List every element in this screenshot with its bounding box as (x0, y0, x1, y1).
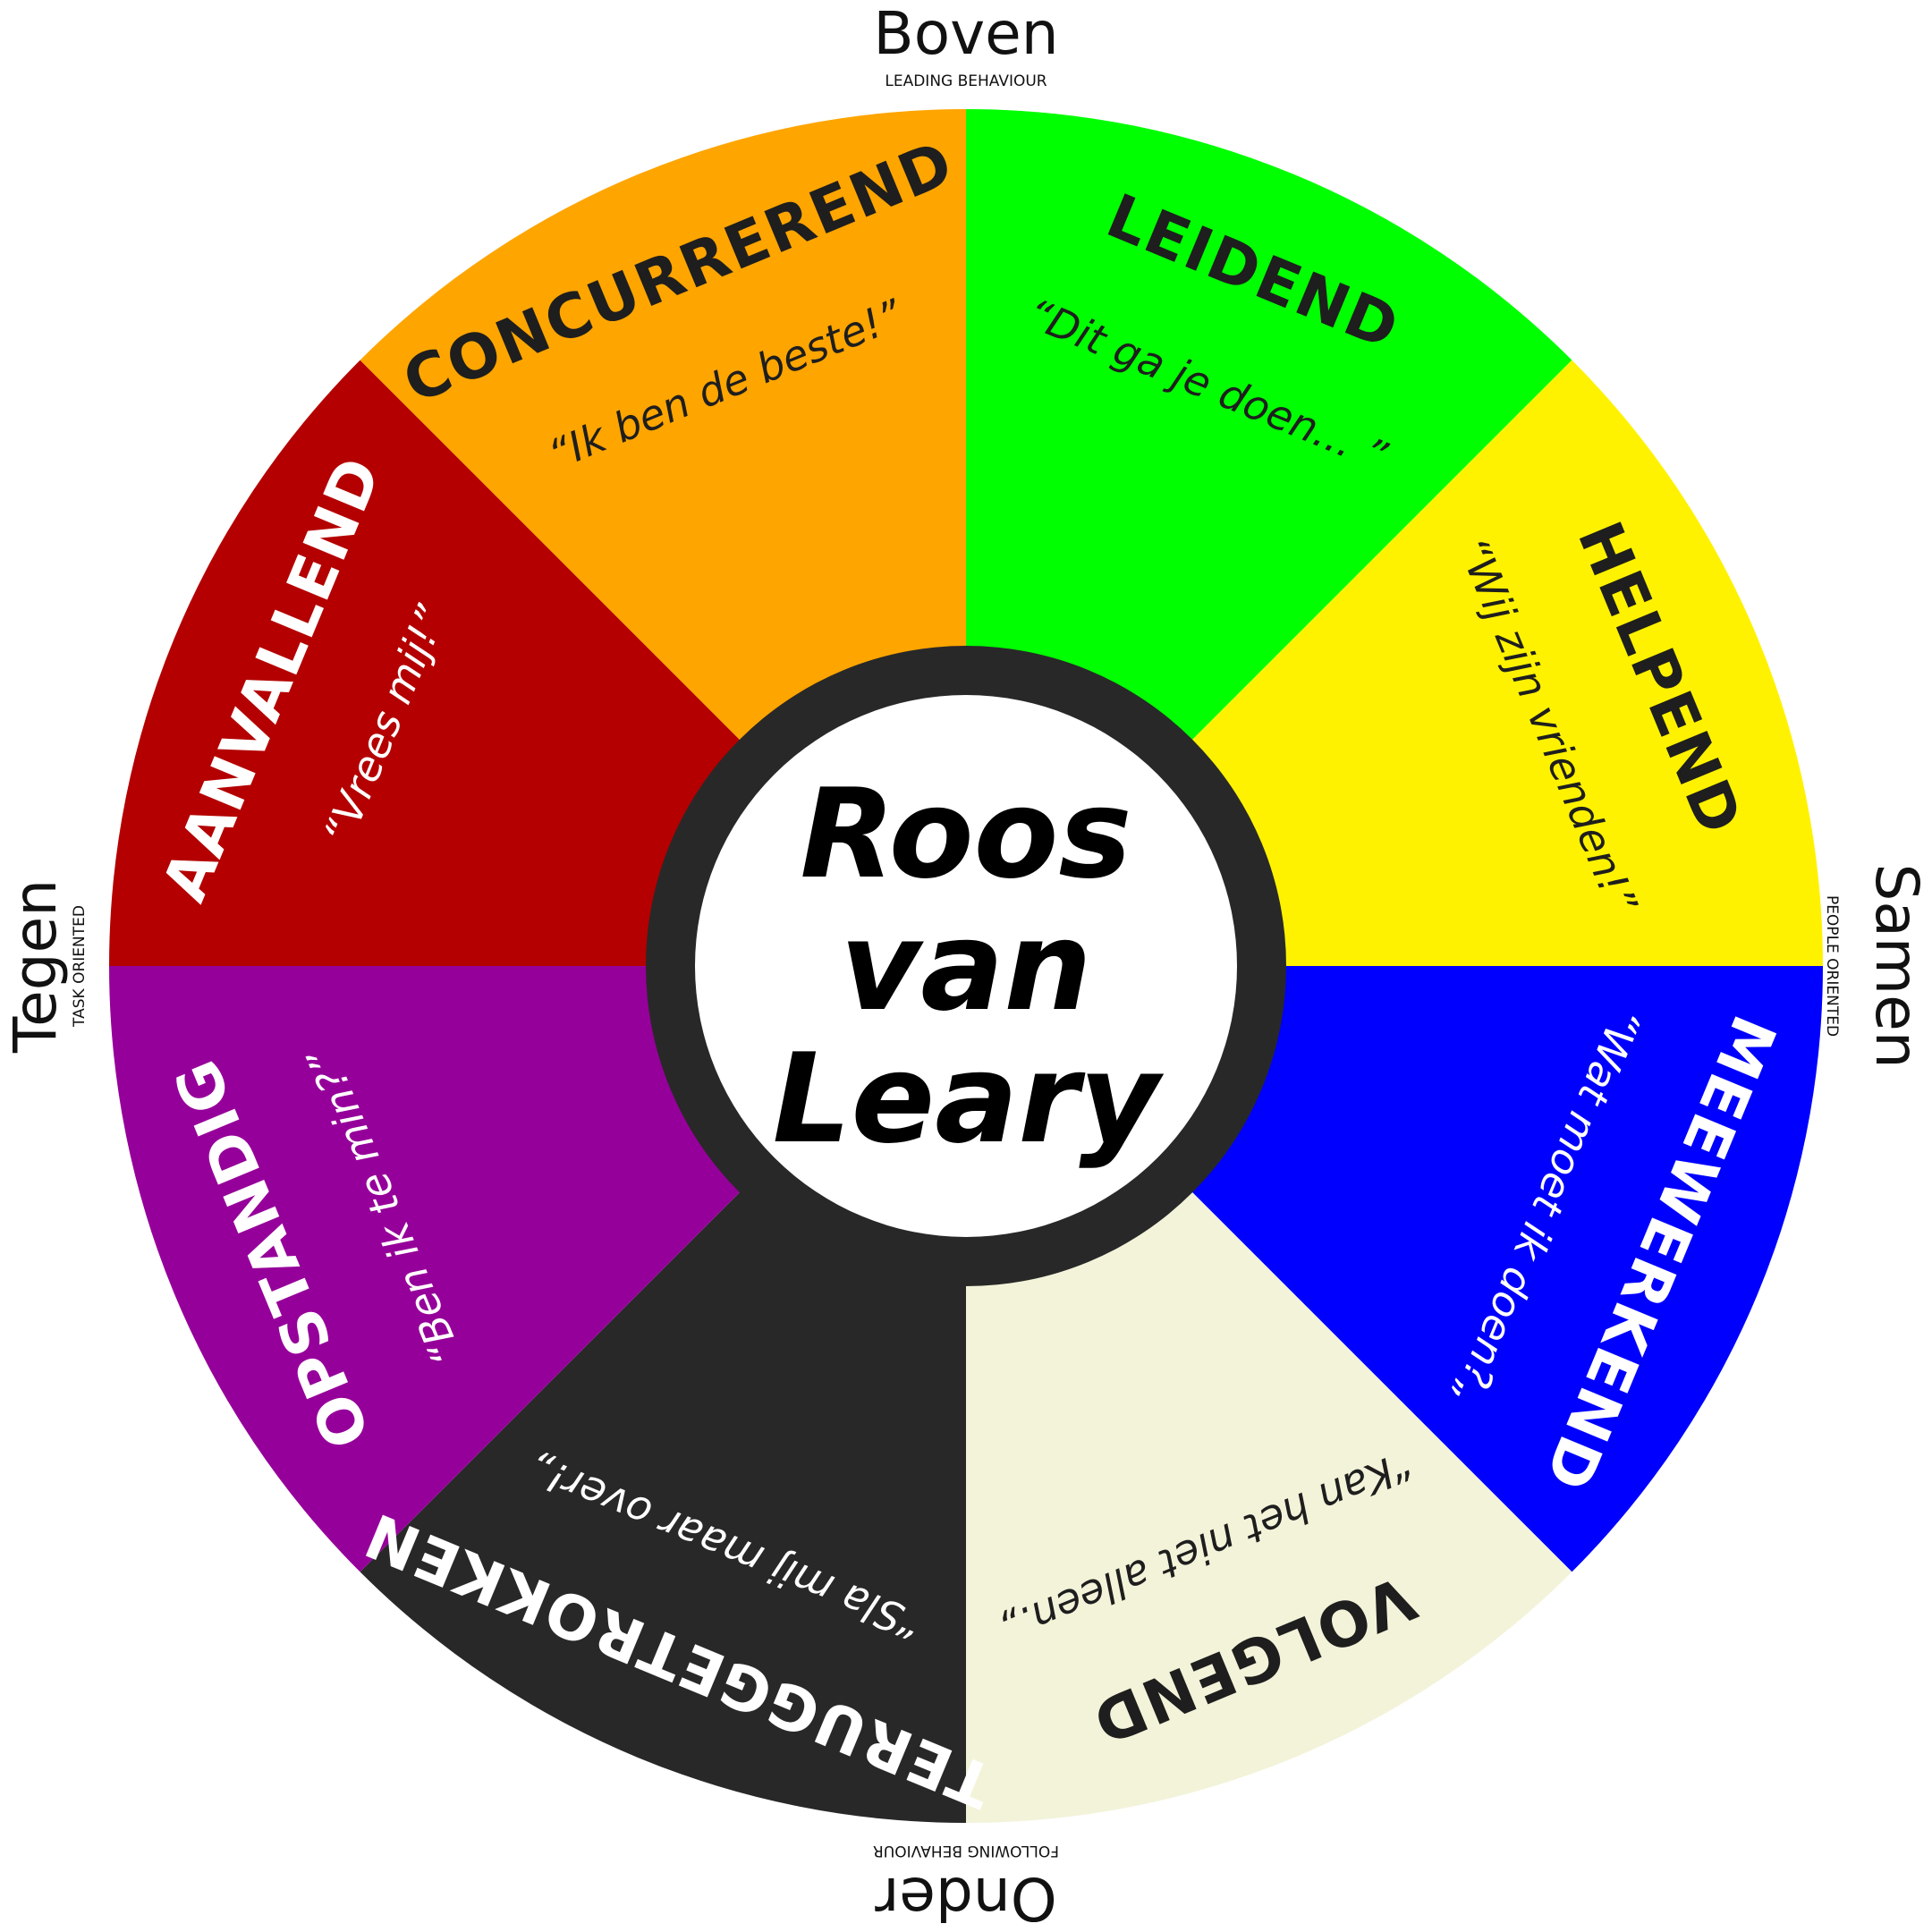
axis-bottom-sublabel: FOLLOWING BEHAVIOUR (873, 1842, 1059, 1860)
axis-top-sublabel: LEADING BEHAVIOUR (885, 72, 1046, 90)
axis-right-sublabel: PEOPLE ORIENTED (1823, 895, 1841, 1037)
axis-left-sublabel: TASK ORIENTED (71, 905, 89, 1028)
axis-bottom: Onder FOLLOWING BEHAVIOUR (873, 1842, 1059, 1932)
axis-left-label: Tegen (1, 879, 70, 1054)
center-title-line-1: Roos (800, 762, 1131, 906)
center-hub: Roos van Leary (646, 646, 1286, 1286)
axis-top: Boven LEADING BEHAVIOUR (873, 0, 1058, 90)
axis-top-label: Boven (873, 0, 1058, 68)
axis-left: Tegen TASK ORIENTED (1, 879, 89, 1054)
center-title-line-2: van (840, 894, 1091, 1038)
center-disc (695, 695, 1237, 1237)
axis-right: Samen PEOPLE ORIENTED (1823, 863, 1931, 1068)
axis-bottom-label: Onder (874, 1864, 1056, 1932)
center-title-line-3: Leary (773, 1027, 1165, 1171)
axis-right-label: Samen (1862, 863, 1931, 1068)
